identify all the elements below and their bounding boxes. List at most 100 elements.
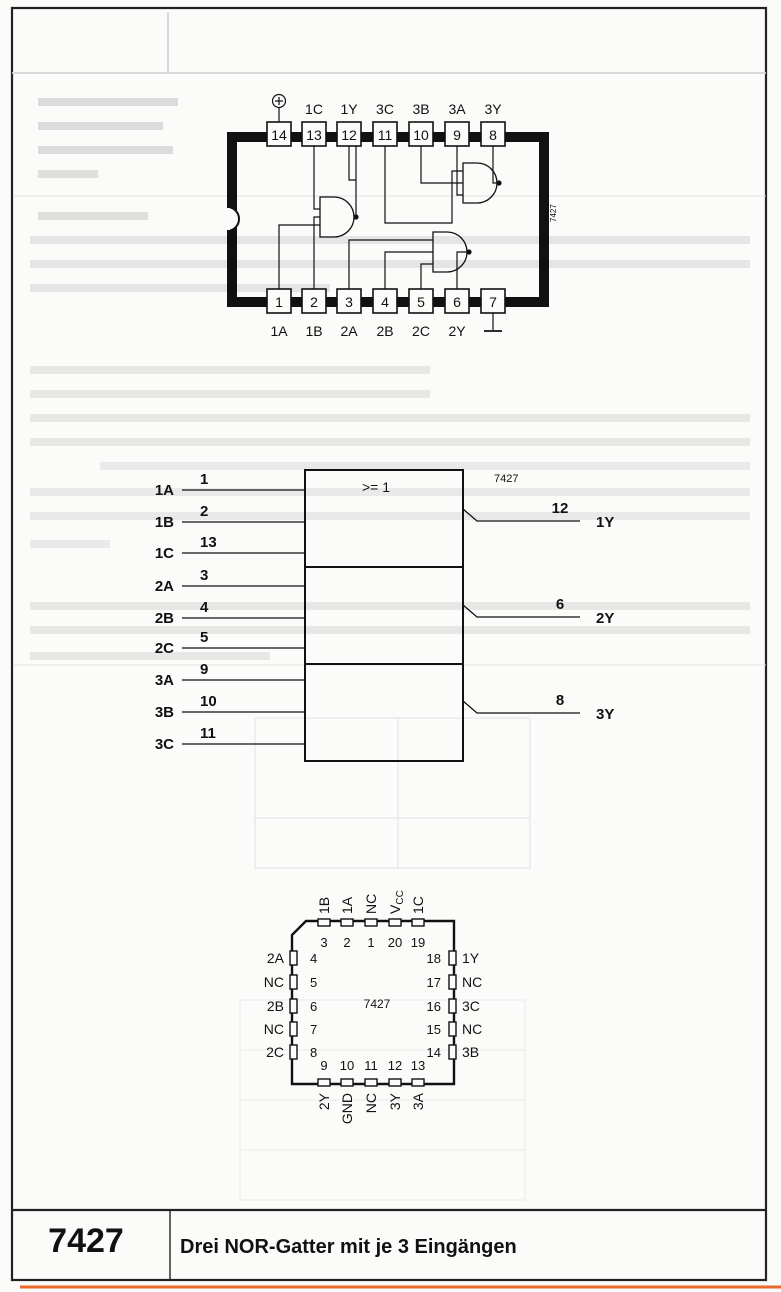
logic-output-pin: 12 xyxy=(552,500,569,517)
logic-output-pin: 6 xyxy=(556,596,564,613)
dip-top-pin xyxy=(372,121,398,147)
dip-bottom-pin-label: 2Y xyxy=(448,323,466,339)
dip-bottom-pin-label: 2A xyxy=(340,323,358,339)
logic-output-label: 3Y xyxy=(596,706,614,723)
dip-wire xyxy=(420,263,433,289)
plcc-right-pin xyxy=(448,1021,457,1037)
plcc-top-pin-number: 2 xyxy=(343,935,350,950)
plcc-right-pin-label: 1Y xyxy=(462,950,480,966)
plcc-left-pin-number: 7 xyxy=(310,1022,317,1037)
bleed-through xyxy=(12,12,766,1201)
plcc-left-pin xyxy=(289,974,298,990)
logic-input-pin: 10 xyxy=(200,693,217,710)
dip-top-pin xyxy=(408,121,434,147)
dip-top-pin-label: 1Y xyxy=(340,101,358,117)
plcc-right-pin-number: 17 xyxy=(427,975,441,990)
dip-bottom-pin-number: 3 xyxy=(345,294,353,310)
dip-wire xyxy=(456,251,471,289)
logic-output-line xyxy=(462,700,580,714)
plcc-top-pin xyxy=(364,918,378,927)
plcc-top-pin xyxy=(388,918,402,927)
plcc-right-pin xyxy=(448,1044,457,1060)
plcc-left-pin xyxy=(289,998,298,1014)
logic-output-label: 1Y xyxy=(596,514,614,531)
plcc-right-pin-label: 3B xyxy=(462,1044,479,1060)
plcc-left-pin xyxy=(289,1021,298,1037)
plcc-bottom-pin-label: 3Y xyxy=(387,1092,403,1110)
dip-top-pin-label: 1C xyxy=(305,101,323,117)
dip-wire xyxy=(355,146,358,218)
plcc-bottom-pin-number: 11 xyxy=(364,1058,378,1073)
plcc-right-pin-number: 14 xyxy=(427,1045,441,1060)
dip-wire xyxy=(420,146,463,184)
logic-output-line xyxy=(462,508,580,522)
dip-bottom-pin xyxy=(372,288,398,314)
dip-top-pin-number: 12 xyxy=(341,127,357,143)
plcc-right-pin-label: NC xyxy=(462,974,482,990)
plcc-left-pin xyxy=(289,1044,298,1060)
plcc-left-pin-number: 4 xyxy=(310,951,317,966)
plcc-bottom-pin xyxy=(411,1078,425,1087)
plcc-left-pin xyxy=(289,950,298,966)
plcc-bottom-pin xyxy=(340,1078,354,1087)
dip-wire xyxy=(278,224,320,289)
logic-input-pin: 5 xyxy=(200,629,208,646)
dip-bottom-pin-number: 7 xyxy=(489,294,497,310)
logic-input-label: 3A xyxy=(155,672,174,689)
plcc-bottom-pin xyxy=(317,1078,331,1087)
dip-bottom-pin-number: 4 xyxy=(381,294,389,310)
plcc-top-pin-number: 3 xyxy=(320,935,327,950)
plcc-top-pin-label: NC xyxy=(363,894,379,914)
logic-input-label: 3B xyxy=(155,704,174,721)
plcc-top-pin-number: 1 xyxy=(367,935,374,950)
logic-input-label: 1A xyxy=(155,482,174,499)
dip-top-pin-number: 14 xyxy=(271,127,287,143)
dip-wire xyxy=(348,146,356,181)
plcc-bottom-pin xyxy=(364,1078,378,1087)
dip-gate-1 xyxy=(319,196,355,238)
dip-wire xyxy=(313,146,320,210)
plcc-left-pin-label: 2A xyxy=(267,950,285,966)
dip-bottom-pin-label: 2B xyxy=(376,323,393,339)
dip-bottom-pin-number: 2 xyxy=(310,294,318,310)
plcc-bottom-pin-number: 9 xyxy=(320,1058,327,1073)
plcc-top-pin-label: 1B xyxy=(316,897,332,914)
plcc-right-pin-label: NC xyxy=(462,1021,482,1037)
dip-bottom-pin-number: 5 xyxy=(417,294,425,310)
plcc-bottom-pin xyxy=(388,1078,402,1087)
plcc-right-pin xyxy=(448,974,457,990)
plcc-left-pin-number: 5 xyxy=(310,975,317,990)
plcc-top-pin-label: VCC xyxy=(387,890,406,914)
logic-input-label: 1C xyxy=(155,545,174,562)
plcc-top-pin xyxy=(317,918,331,927)
plcc-right-pin-number: 15 xyxy=(427,1022,441,1037)
dip-top-pin-label: 3Y xyxy=(484,101,502,117)
plcc-bottom-pin-number: 13 xyxy=(411,1058,425,1073)
plcc-top-pin xyxy=(411,918,425,927)
dip-top-pin xyxy=(444,121,470,147)
dip-wire xyxy=(456,146,463,196)
dip-top-pin xyxy=(301,121,327,147)
plcc-left-pin-label: 2B xyxy=(267,998,284,1014)
plcc-right-pin-number: 16 xyxy=(427,999,441,1014)
dip-top-pin-label: 3A xyxy=(448,101,466,117)
plcc-bottom-pin-number: 10 xyxy=(340,1058,354,1073)
logic-input-pin: 11 xyxy=(200,725,216,742)
plcc-left-pin-number: 6 xyxy=(310,999,317,1014)
dip-top-pin-number: 13 xyxy=(306,127,322,143)
dip-bottom-pin-number: 6 xyxy=(453,294,461,310)
vcc-icon xyxy=(271,93,287,109)
dip-top-pin xyxy=(480,121,506,147)
dip-wire xyxy=(384,146,463,224)
plcc-bottom-pin-label: 2Y xyxy=(316,1092,332,1110)
plcc-chip-mark: 7427 xyxy=(364,997,391,1011)
dip-bottom-pin-number: 1 xyxy=(275,294,283,310)
plcc-left-pin-number: 8 xyxy=(310,1045,317,1060)
logic-input-pin: 4 xyxy=(200,599,209,616)
plcc-bottom-pin-label: 3A xyxy=(410,1092,426,1110)
plcc-top-pin-number: 20 xyxy=(388,935,402,950)
plcc-bottom-pin-label: NC xyxy=(363,1093,379,1113)
dip-top-pin-number: 10 xyxy=(413,127,429,143)
